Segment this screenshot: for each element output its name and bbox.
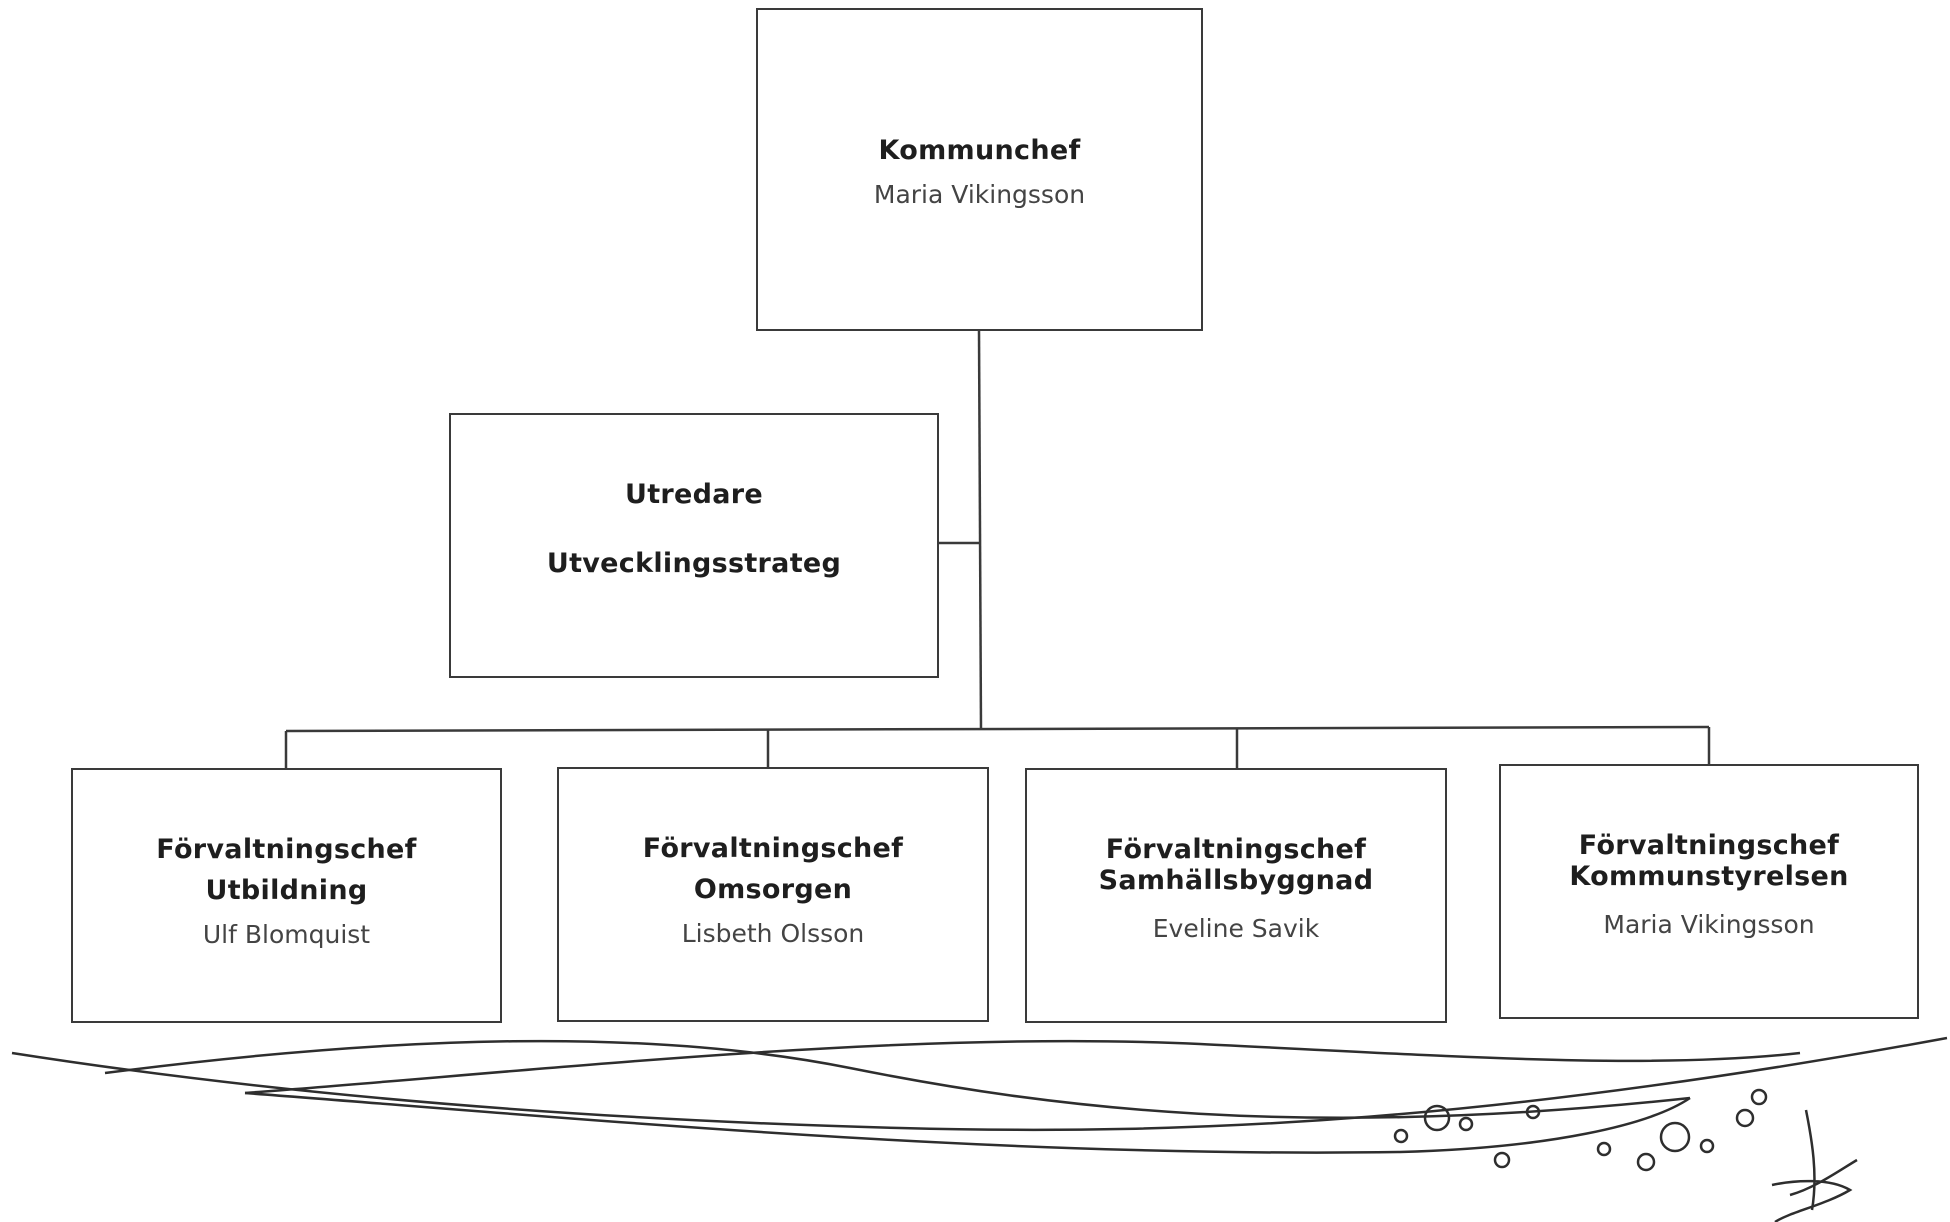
bubble-icon — [1699, 1138, 1715, 1154]
wave-line-2 — [104, 1039, 1691, 1120]
wave-line-3 — [244, 1039, 1801, 1095]
bubble-icon — [1458, 1116, 1474, 1132]
kommunchef-title: Kommunchef — [878, 135, 1081, 166]
connector-top-trunk — [977, 330, 983, 731]
signature-icon — [1771, 1109, 1858, 1222]
department-box-samhallsbyggnad: Förvaltningschef Samhällsbyggnad Eveline… — [1025, 768, 1447, 1023]
bubble-icon — [1393, 1128, 1409, 1144]
staff-role-utvecklingsstrateg: Utvecklingsstrateg — [546, 548, 842, 579]
kommunchef-name: Maria Vikingsson — [873, 180, 1086, 209]
bubble-icon — [1750, 1088, 1768, 1106]
bubble-icon — [1596, 1141, 1612, 1157]
department-unit: Kommunstyrelsen — [1569, 861, 1849, 892]
bubble-icon — [1659, 1121, 1691, 1153]
department-head-name: Ulf Blomquist — [202, 920, 371, 949]
wave-line-4 — [244, 1091, 1691, 1154]
department-head-name: Lisbeth Olsson — [681, 919, 865, 948]
department-box-utbildning: Förvaltningschef Utbildning Ulf Blomquis… — [71, 768, 502, 1023]
department-title: Förvaltningschef — [156, 834, 417, 865]
bubble-icon — [1525, 1104, 1541, 1120]
department-title: Förvaltningschef — [1105, 834, 1367, 865]
department-box-omsorgen: Förvaltningschef Omsorgen Lisbeth Olsson — [557, 767, 989, 1022]
kommunchef-box: Kommunchef Maria Vikingsson — [756, 8, 1203, 331]
wave-line-1 — [11, 1036, 1948, 1132]
department-title: Förvaltningschef — [1578, 830, 1840, 861]
department-box-kommunstyrelsen: Förvaltningschef Kommunstyrelsen Maria V… — [1499, 764, 1919, 1019]
bubble-icon — [1636, 1152, 1656, 1172]
department-title: Förvaltningschef — [642, 833, 904, 864]
department-unit: Omsorgen — [693, 874, 853, 905]
department-head-name: Maria Vikingsson — [1603, 910, 1815, 939]
bubble-icon — [1423, 1104, 1451, 1132]
staff-role-utredare: Utredare — [624, 479, 764, 510]
connector-horizontal-bar — [285, 725, 1710, 733]
department-unit: Utbildning — [205, 875, 368, 906]
bubble-icon — [1735, 1108, 1755, 1128]
department-unit: Samhällsbyggnad — [1098, 865, 1374, 896]
bubble-icon — [1493, 1151, 1511, 1169]
department-head-name: Eveline Savik — [1152, 914, 1320, 943]
staff-box: Utredare Utvecklingsstrateg — [449, 413, 939, 678]
